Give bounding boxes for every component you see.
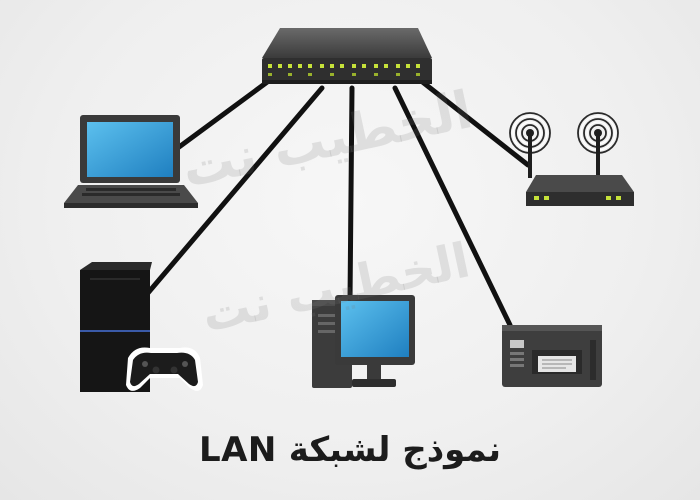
cable-desktop bbox=[347, 85, 355, 303]
laptop-icon bbox=[64, 115, 198, 208]
desktop-computer-icon bbox=[312, 295, 415, 388]
cable-router bbox=[417, 77, 531, 168]
cable-console bbox=[139, 85, 325, 303]
network-switch-icon bbox=[262, 28, 432, 84]
diagram-caption: نموذج لشبكة LAN bbox=[198, 430, 502, 470]
wireless-router-icon bbox=[509, 112, 634, 206]
cable-laptop bbox=[172, 77, 273, 153]
printer-icon bbox=[502, 325, 602, 387]
gamepad-icon bbox=[126, 347, 203, 391]
cable-printer bbox=[392, 85, 513, 328]
network-cables bbox=[139, 77, 531, 328]
